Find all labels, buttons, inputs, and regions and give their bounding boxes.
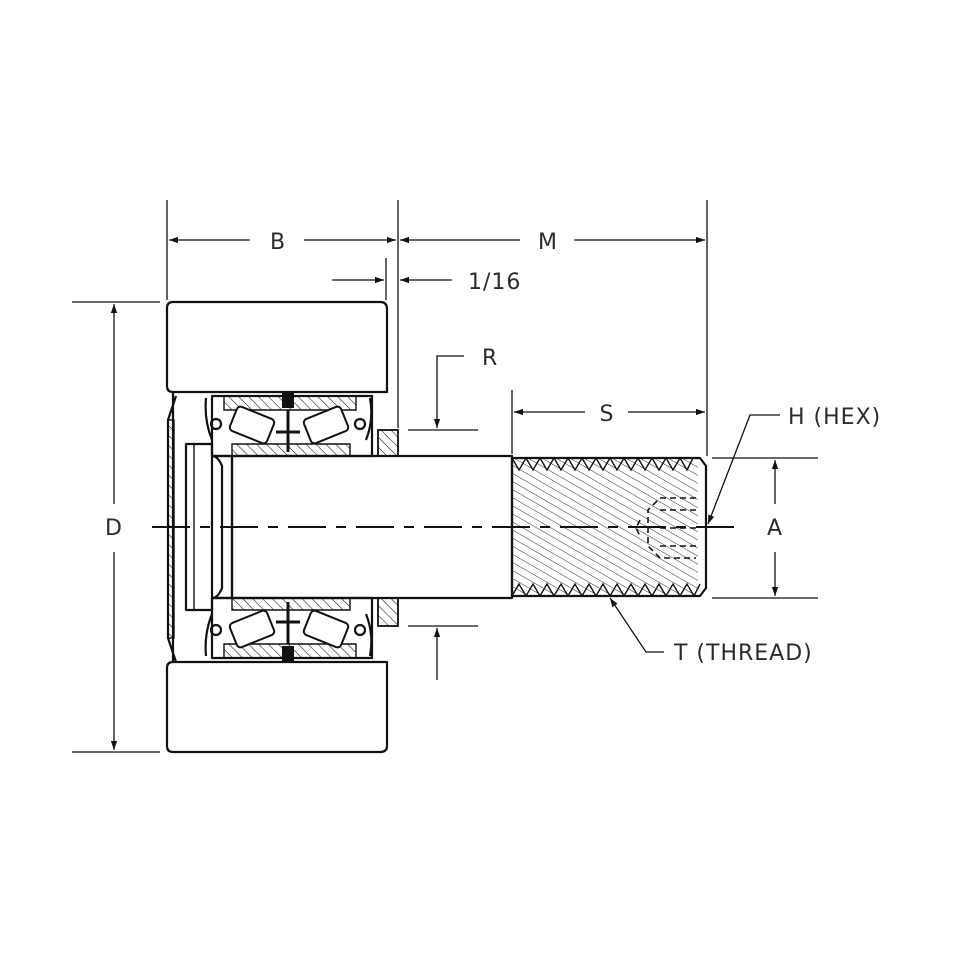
spacer-bottom xyxy=(282,646,294,662)
spacer-top xyxy=(282,392,294,408)
label-r: R xyxy=(482,346,498,371)
bearing-bottom xyxy=(204,596,374,662)
label-m: M xyxy=(538,230,558,255)
end-cap xyxy=(166,395,214,663)
label-h: H (HEX) xyxy=(788,405,881,430)
stud-thread-fill xyxy=(512,458,698,596)
end-cap-plate xyxy=(167,419,175,639)
roller-top-left xyxy=(228,405,276,445)
label-a: A xyxy=(767,516,783,541)
stud-thread-outline xyxy=(510,456,708,598)
roller-top-right xyxy=(302,405,350,445)
outer-ring-top xyxy=(165,300,389,394)
dim-r-arrow-top xyxy=(433,355,464,428)
thread-crest-bottom xyxy=(511,582,701,598)
label-d: D xyxy=(105,516,123,541)
bearing-top xyxy=(204,392,374,458)
seal-ball-top-left xyxy=(209,417,223,431)
seal-ball-bottom-left xyxy=(209,623,223,637)
seal-ball-top-right xyxy=(353,417,367,431)
washer-top xyxy=(377,429,399,457)
roller-bottom-right xyxy=(302,609,350,649)
roller-bottom-left xyxy=(228,609,276,649)
label-sixteenth: 1/16 xyxy=(468,270,521,295)
label-s: S xyxy=(600,402,615,427)
leader-h xyxy=(707,414,780,525)
washer-bottom xyxy=(377,597,399,627)
label-t: T (THREAD) xyxy=(673,641,813,666)
outer-ring-bottom xyxy=(165,660,389,754)
leader-t xyxy=(609,597,664,653)
seal-ball-bottom-right xyxy=(353,623,367,637)
thread-crest-top xyxy=(511,456,694,472)
label-b: B xyxy=(270,230,286,255)
